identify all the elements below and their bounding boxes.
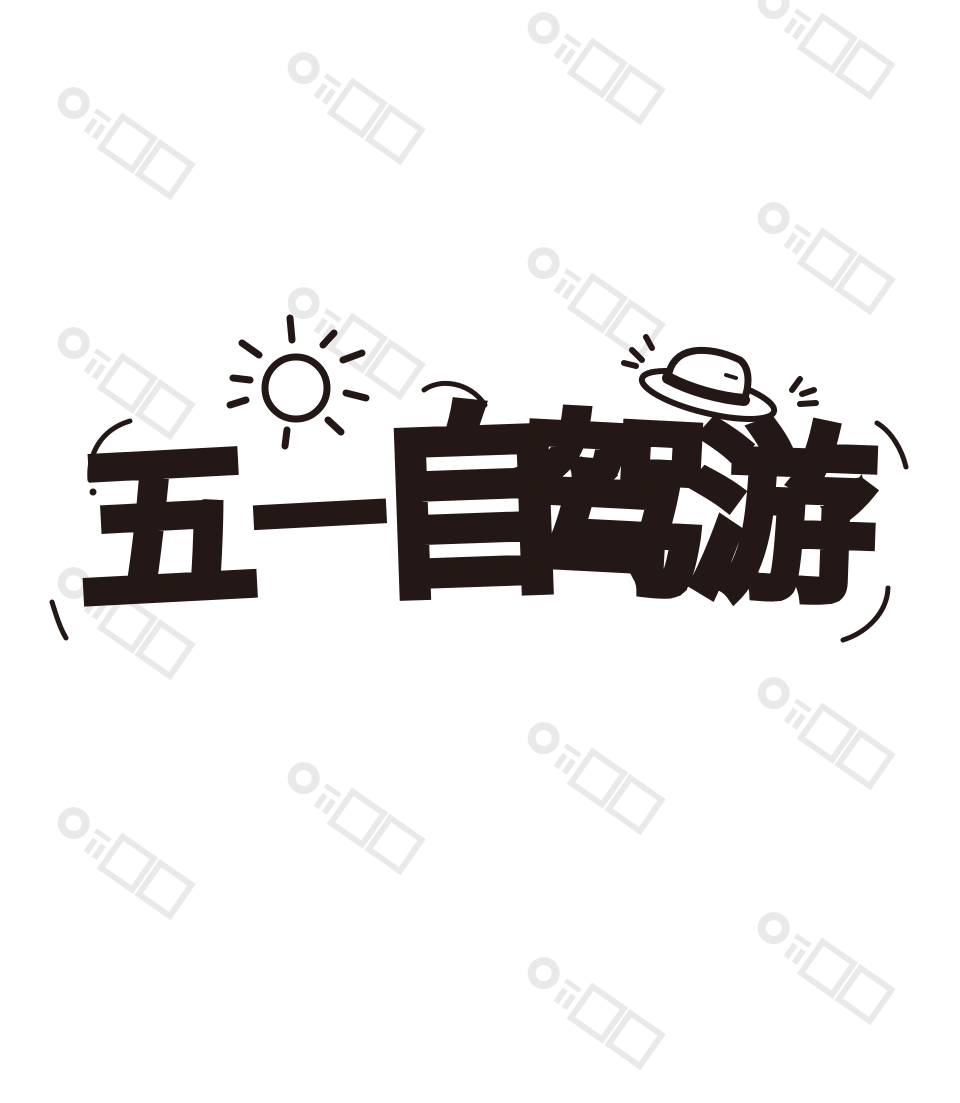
watermark-logo — [494, 0, 671, 152]
watermark-logo — [24, 310, 201, 467]
watermark-logo — [24, 790, 201, 947]
watermark-logo — [24, 550, 201, 707]
watermark-logo — [724, 185, 901, 342]
watermark-logo — [494, 230, 671, 387]
sun-icon — [226, 314, 370, 450]
title-char-you: 游 — [681, 401, 883, 633]
title-char-wu: 五 — [68, 415, 267, 641]
watermark-logo — [254, 270, 431, 427]
watermark-logo — [494, 705, 671, 862]
watermark-logo — [24, 70, 201, 227]
title-char-yi: 一 — [246, 436, 394, 605]
hat-icon — [621, 334, 819, 422]
title-char-jia: 驾 — [509, 389, 720, 630]
watermark-logo — [724, 660, 901, 817]
watermark-logo — [494, 940, 671, 1097]
watermark-logo — [724, 0, 901, 127]
watermark-logo — [254, 35, 431, 192]
motion-arcs — [49, 380, 909, 643]
decoration-layer — [49, 314, 909, 643]
watermark-logo — [254, 745, 431, 902]
